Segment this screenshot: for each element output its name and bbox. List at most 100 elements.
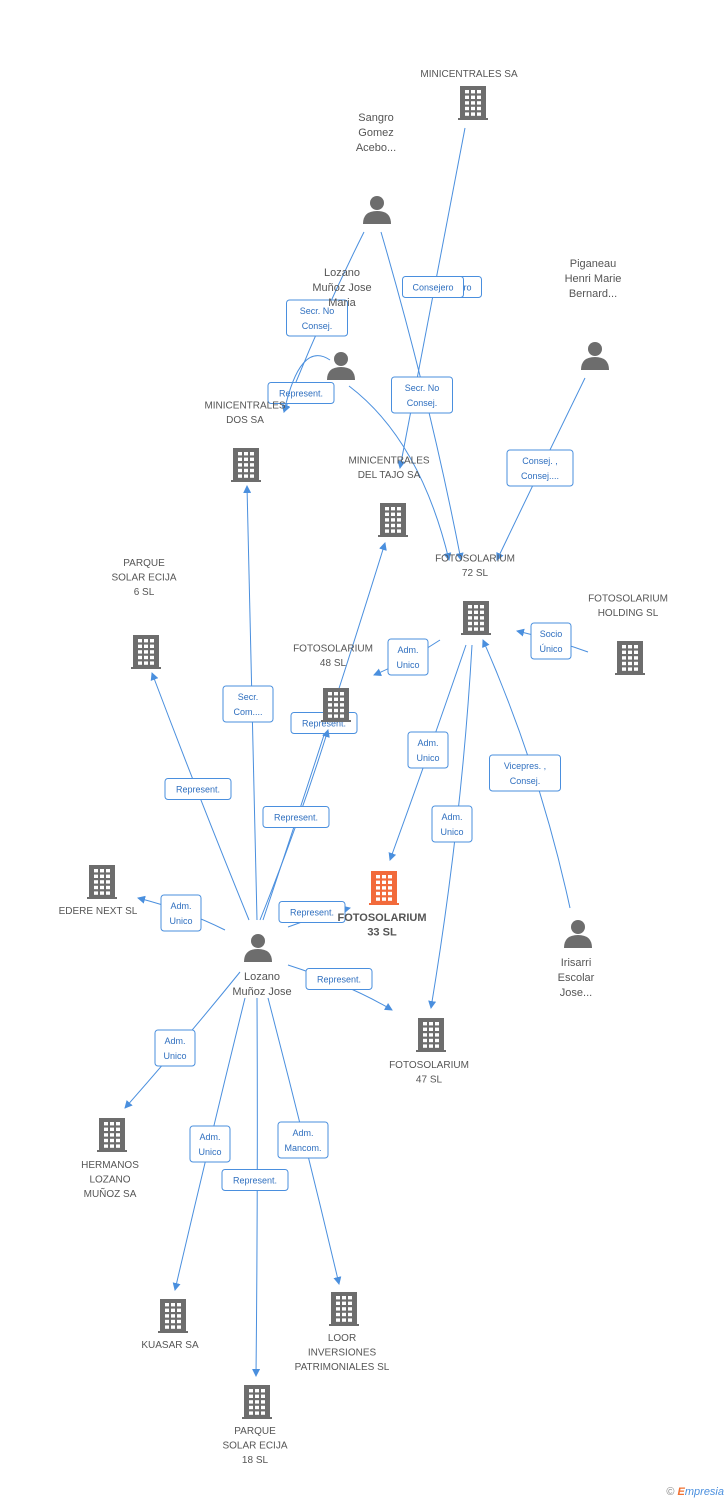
edge-label-box[interactable] <box>391 376 453 414</box>
node-minicentrales[interactable]: MINICENTRALES SA <box>420 69 518 120</box>
edge-e17: Represent. <box>278 901 351 928</box>
edge-e18: Represent. <box>287 964 393 1011</box>
edge-label-text: Secr. <box>238 692 259 702</box>
edge-e9: Adm.Unico <box>388 644 467 861</box>
edge-label-box[interactable] <box>262 806 330 828</box>
edge-label-box[interactable] <box>221 1169 289 1191</box>
copyright-symbol: © <box>666 1486 675 1498</box>
edge-label-text: Adm. <box>164 1036 185 1046</box>
node-label: HOLDING SL <box>598 608 659 619</box>
edge-label-box[interactable] <box>164 778 232 800</box>
edge-e21: Represent. <box>221 997 289 1377</box>
building-icon <box>97 1118 127 1152</box>
node-label: Gomez <box>358 127 393 139</box>
node-label: 18 SL <box>242 1455 269 1466</box>
node-label: MINICENTRALES <box>204 401 285 412</box>
node-label: Jose... <box>560 987 592 999</box>
edge-label-text: Vicepres. , <box>504 761 546 771</box>
building-icon <box>131 635 161 669</box>
edge-label-box[interactable] <box>431 805 473 843</box>
edge-label-box[interactable] <box>305 968 373 990</box>
edge-label-box[interactable] <box>154 1029 196 1067</box>
edge-label-box[interactable] <box>267 382 335 404</box>
edge-e10: Adm.Unico <box>428 644 473 1009</box>
edge-label-text: Consej.... <box>521 471 559 481</box>
building-icon <box>158 1299 188 1333</box>
building-icon <box>461 601 491 635</box>
node-label: LOOR <box>328 1333 356 1344</box>
node-label: PATRIMONIALES SL <box>295 1362 390 1373</box>
edge-label-box[interactable] <box>387 638 429 676</box>
node-label: Maria <box>328 297 356 309</box>
edge-label-box[interactable] <box>489 754 561 792</box>
node-kuasar[interactable]: KUASAR SA <box>141 1299 199 1351</box>
edge-label-text: Consej. <box>302 321 333 331</box>
edge-e11: Vicepres. ,Consej. <box>482 639 571 909</box>
edge-label-box[interactable] <box>189 1125 231 1163</box>
building-icon <box>231 448 261 482</box>
node-label: MUÑOZ SA <box>84 1187 137 1200</box>
edge-label-text: Adm. <box>292 1128 313 1138</box>
edge-label-text: Consej. , <box>522 456 558 466</box>
person-icon <box>327 352 355 380</box>
node-label: FOTOSOLARIUM <box>588 594 668 605</box>
node-label: SOLAR ECIJA <box>222 1441 287 1452</box>
node-label: Muñoz Jose <box>232 986 291 998</box>
node-irisarri[interactable]: IrisarriEscolarJose... <box>558 920 595 999</box>
node-label: HERMANOS <box>81 1160 139 1171</box>
edge-label-box[interactable] <box>530 622 572 660</box>
edge-label-text: Socio <box>540 629 563 639</box>
node-edere[interactable]: EDERE NEXT SL <box>59 865 138 917</box>
edge-label-box[interactable] <box>402 276 464 298</box>
building-icon <box>458 86 488 120</box>
edge-label-box[interactable] <box>506 449 574 487</box>
node-label: Piganeau <box>570 258 617 270</box>
node-label: FOTOSOLARIUM <box>435 554 515 565</box>
edge-e6: Consej. , Consej.... <box>496 377 586 561</box>
edge-label-box[interactable] <box>278 901 346 923</box>
edge-e13: Represent. <box>262 542 387 921</box>
edge-label-text: Adm. <box>199 1132 220 1142</box>
edge-label-text: Adm. <box>417 738 438 748</box>
edge-label-box[interactable] <box>222 685 274 723</box>
edge-label-text: Represent. <box>279 389 323 399</box>
edge-e5: Secr. No Consej. <box>281 299 348 413</box>
edge-label-text: Único <box>539 644 562 654</box>
edge-label-box[interactable] <box>277 1121 329 1159</box>
edge-e22: Adm.Mancom. <box>267 997 342 1285</box>
edge-label-text: Adm. <box>397 645 418 655</box>
node-label: 47 SL <box>416 1075 443 1086</box>
edge-label-text: Represent. <box>302 719 346 729</box>
edge-e16: Adm.Unico <box>137 894 226 932</box>
node-label: EDERE NEXT SL <box>59 906 138 917</box>
edge-label-box[interactable] <box>286 299 348 337</box>
node-sangro[interactable]: SangroGomezAcebo... <box>356 112 396 224</box>
edge-label-box[interactable] <box>160 894 202 932</box>
watermark: ©Empresia <box>666 1486 724 1498</box>
node-label: 33 SL <box>367 927 397 939</box>
building-icon <box>369 871 399 905</box>
node-label: MINICENTRALES <box>348 456 429 467</box>
node-label: 48 SL <box>320 658 347 669</box>
edge-label-text: Secr. No <box>300 306 335 316</box>
edge-label-box[interactable] <box>407 731 449 769</box>
edge-line <box>281 355 331 413</box>
edge-e8: Adm.Unico <box>373 638 441 676</box>
node-foto_holding[interactable]: FOTOSOLARIUM HOLDING SL <box>588 594 668 676</box>
building-icon <box>329 1292 359 1326</box>
